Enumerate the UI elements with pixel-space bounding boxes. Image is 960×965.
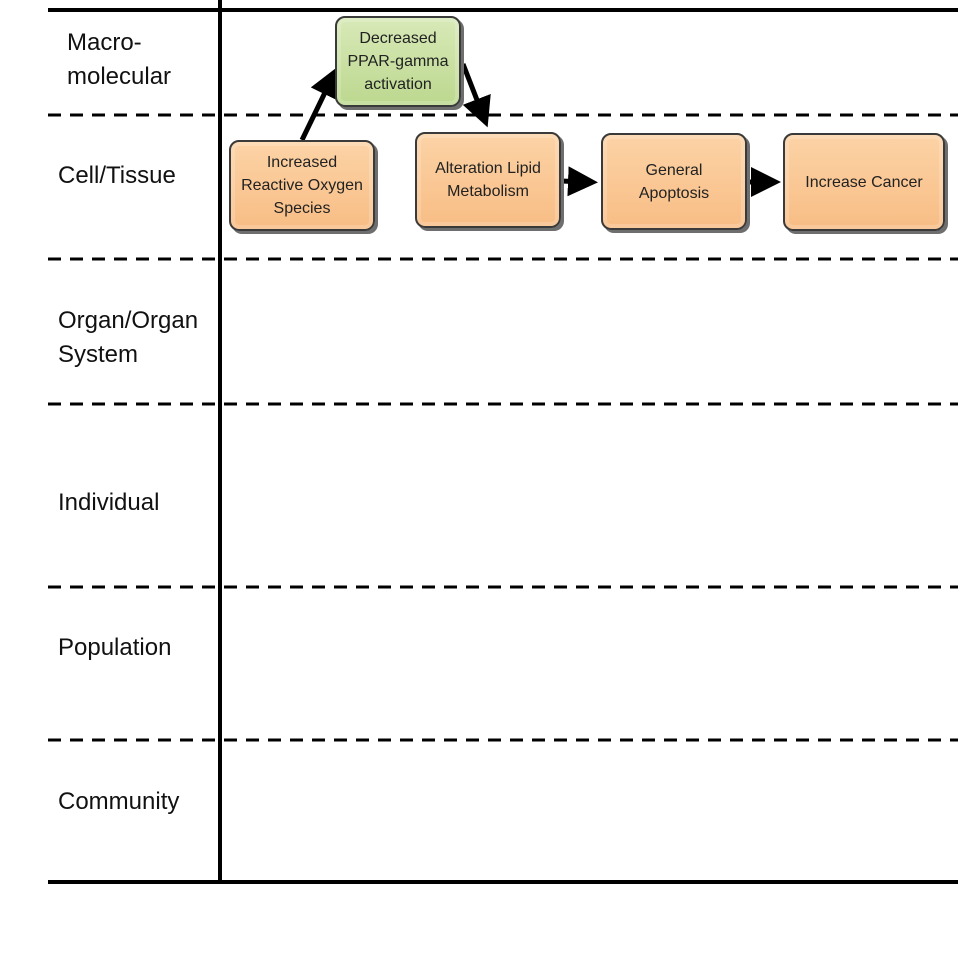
node-label: Increase Cancer <box>805 173 923 191</box>
node-label: Increased Reactive Oxygen Species <box>241 154 363 217</box>
node-increased-ros: Increased Reactive Oxygen Species <box>229 140 375 231</box>
edge-lipid-to-apoptosis <box>560 166 598 197</box>
level-label-population: Population <box>58 634 172 661</box>
node-increase-cancer: Increase Cancer <box>783 133 945 231</box>
level-label-organ-system: Organ/Organ System <box>58 307 199 368</box>
level-label-community: Community <box>58 788 180 815</box>
node-general-apoptosis: General Apoptosis <box>601 133 747 230</box>
edge-ppar-to-lipid <box>460 63 491 128</box>
node-label: General Apoptosis <box>638 161 710 202</box>
edge-ros-to-ppar <box>299 67 338 142</box>
node-label: Decreased PPAR-gamma activation <box>347 30 449 93</box>
node-alteration-lipid-metabolism: Alteration Lipid Metabolism <box>415 132 561 228</box>
node-decreased-ppar-gamma: Decreased PPAR-gamma activation <box>335 16 461 107</box>
node-label: Alteration Lipid Metabolism <box>435 160 541 200</box>
level-label-macromolecular: Macro- molecular <box>67 29 172 90</box>
level-label-cell-tissue: Cell/Tissue <box>58 162 176 189</box>
level-label-individual: Individual <box>58 489 160 516</box>
